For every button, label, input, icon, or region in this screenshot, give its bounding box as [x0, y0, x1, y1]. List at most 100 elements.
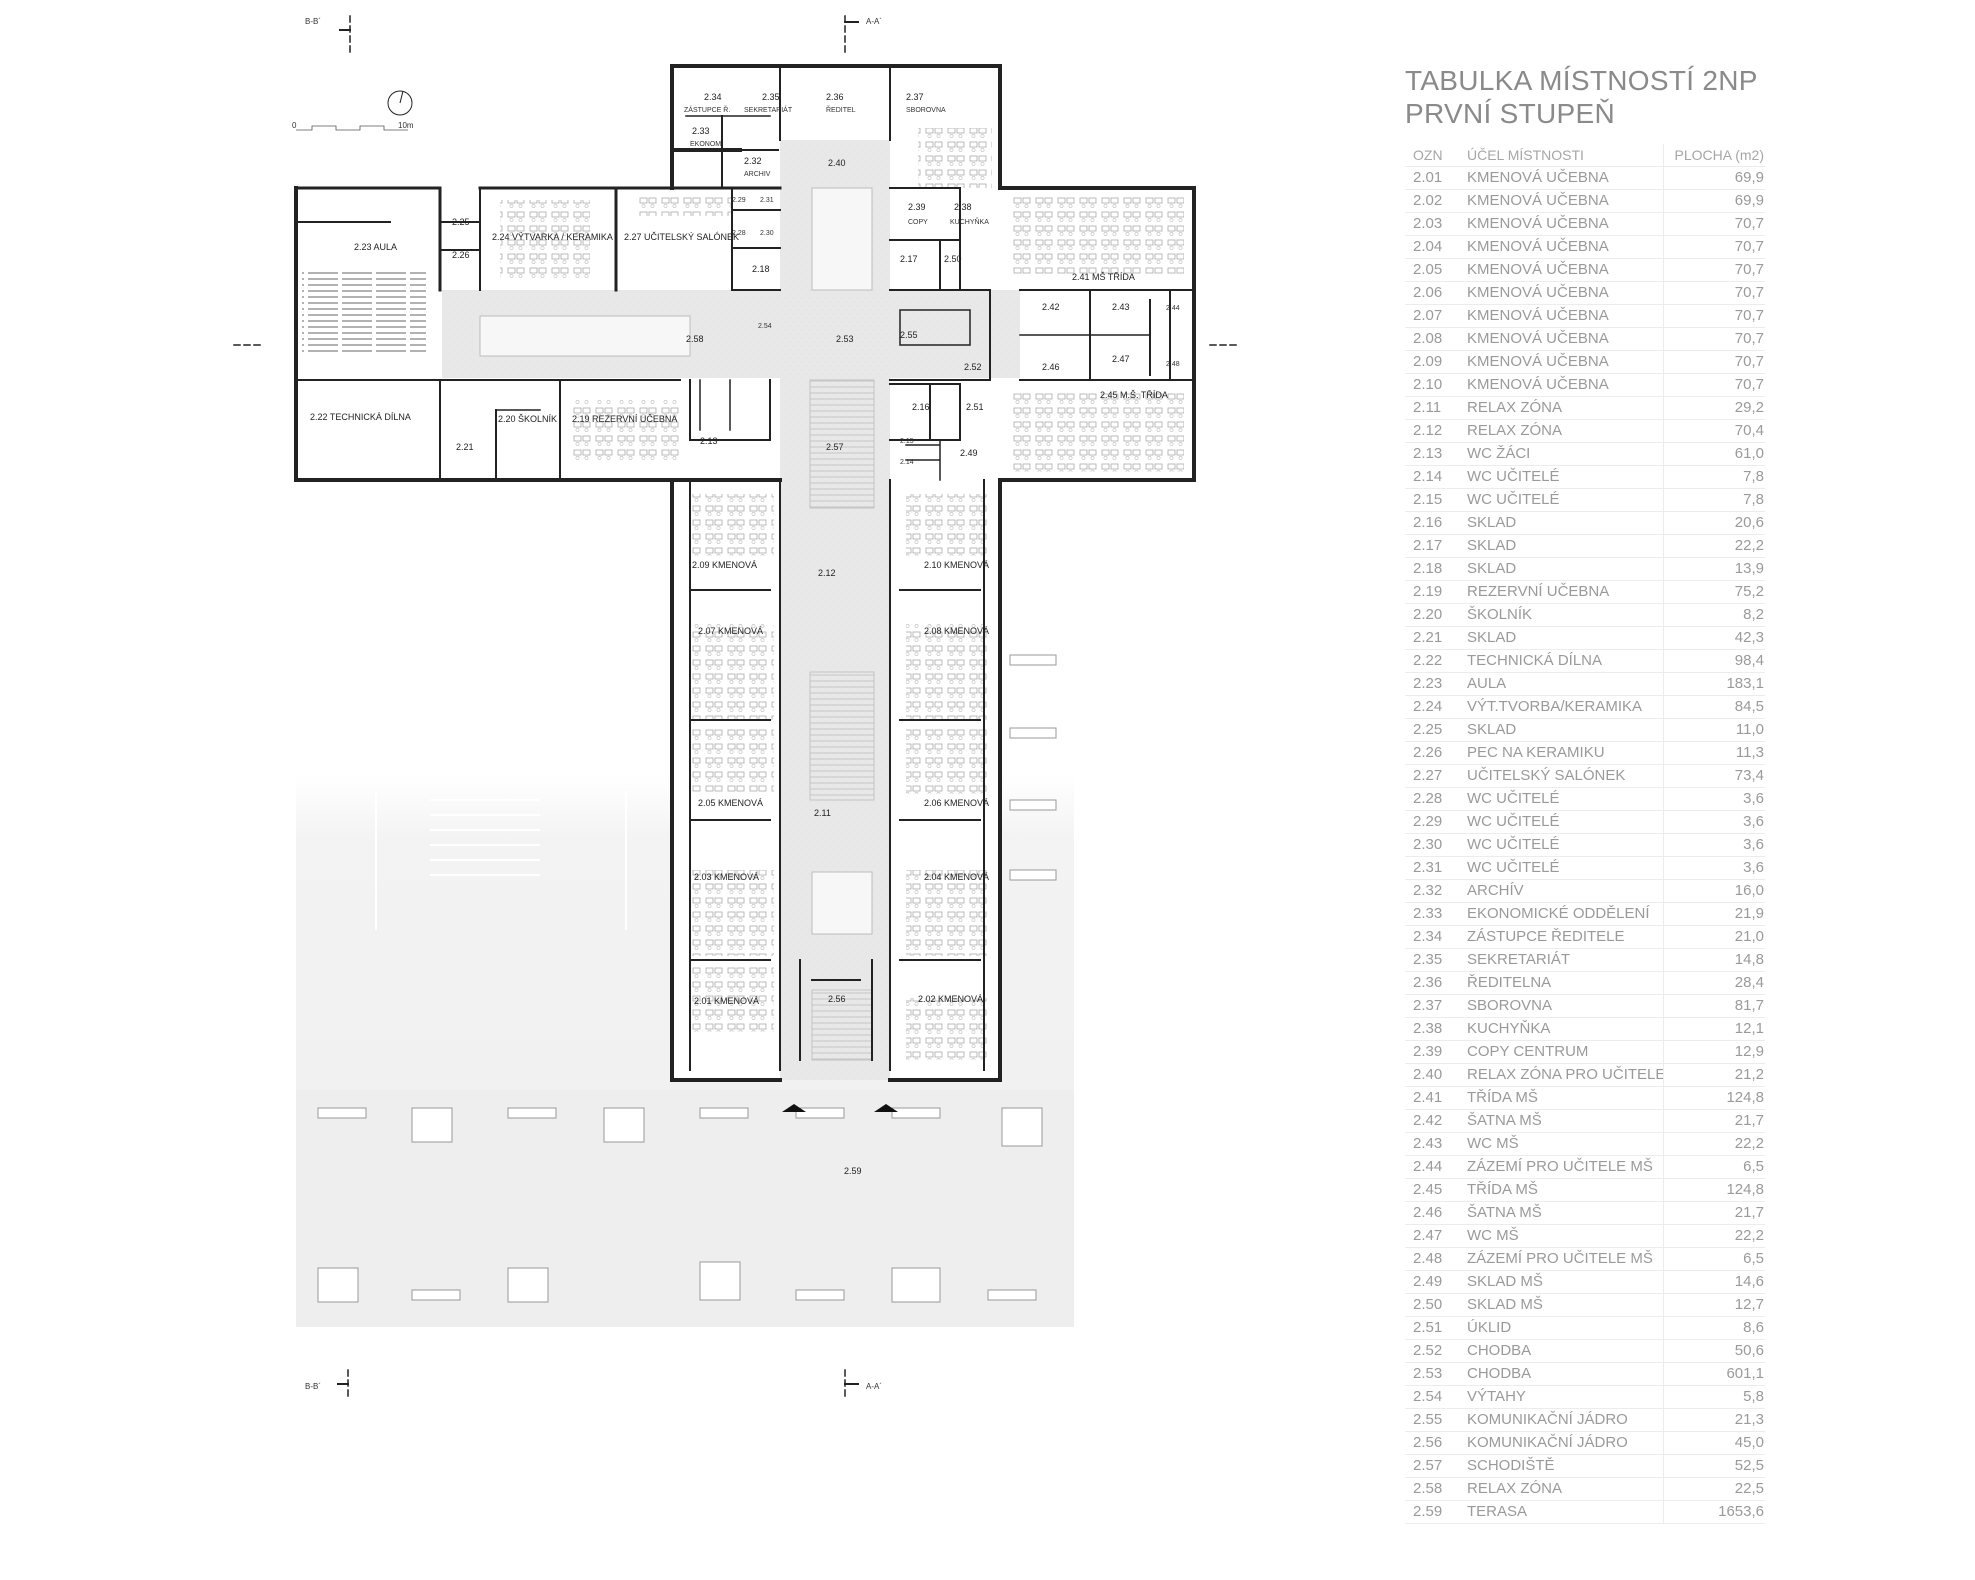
row-purpose: ŠATNA MŠ	[1467, 1110, 1664, 1132]
row-purpose: ZÁSTUPCE ŘEDITELE	[1467, 926, 1664, 948]
row-purpose: SKLAD	[1467, 719, 1664, 741]
room-label: 2.05 KMENOVÁ	[698, 798, 763, 808]
row-area: 1653,6	[1718, 1503, 1764, 1520]
row-area: 14,8	[1734, 951, 1764, 968]
row-area: 21,9	[1734, 905, 1764, 922]
row-area: 84,5	[1734, 698, 1764, 715]
row-purpose: ÚKLID	[1467, 1317, 1664, 1339]
header-code: OZN	[1413, 147, 1443, 163]
row-code: 2.08	[1413, 330, 1443, 347]
room-labels: 2.23 AULA 2.25 2.26 2.24 VÝTVARKA / KERA…	[310, 92, 1180, 1176]
row-purpose: KUCHYŇKA	[1467, 1018, 1664, 1040]
room-label: 2.40	[828, 158, 846, 168]
room-label: EKONOM.	[690, 141, 723, 148]
row-purpose: WC MŠ	[1467, 1225, 1664, 1247]
room-label: 2.28	[732, 230, 746, 237]
row-purpose: WC MŠ	[1467, 1133, 1664, 1155]
row-area: 45,0	[1734, 1434, 1764, 1451]
row-area: 6,5	[1743, 1250, 1764, 1267]
row-area: 3,6	[1743, 790, 1764, 807]
row-purpose: PEC NA KERAMIKU	[1467, 742, 1664, 764]
row-area: 7,8	[1743, 468, 1764, 485]
row-area: 81,7	[1734, 997, 1764, 1014]
room-label: 2.45 M.Š. TŘÍDA	[1100, 390, 1168, 400]
row-area: 11,3	[1735, 744, 1764, 761]
table-header: OZN ÚČEL MÍSTNOSTI PLOCHA (m2)	[1405, 144, 1765, 167]
entrance-markers	[782, 1104, 898, 1112]
row-area: 52,5	[1734, 1457, 1764, 1474]
row-code: 2.05	[1413, 261, 1443, 278]
room-label: 2.07 KMENOVÁ	[698, 626, 763, 636]
room-label: SBOROVNA	[906, 107, 946, 114]
room-label: 2.08 KMENOVÁ	[924, 626, 989, 636]
room-label: 2.39	[908, 202, 926, 212]
row-purpose: SKLAD	[1467, 512, 1664, 534]
row-purpose: KMENOVÁ UČEBNA	[1467, 305, 1664, 327]
row-purpose: WC UČITELÉ	[1467, 489, 1664, 511]
scale-bar	[296, 125, 408, 131]
row-code: 2.32	[1413, 882, 1443, 899]
room-label: 2.02 KMENOVÁ	[918, 994, 983, 1004]
row-area: 3,6	[1743, 836, 1764, 853]
row-area: 22,2	[1734, 1227, 1764, 1244]
section-mark-bb-bottom: B-B´	[305, 1382, 321, 1391]
row-purpose: VÝT.TVORBA/KERAMIKA	[1467, 696, 1664, 718]
section-mark-aa-top: A-A´	[866, 17, 882, 26]
room-label: 2.26	[452, 250, 470, 260]
row-code: 2.45	[1413, 1181, 1443, 1198]
row-code: 2.31	[1413, 859, 1443, 876]
row-code: 2.06	[1413, 284, 1443, 301]
row-area: 70,7	[1734, 284, 1764, 301]
room-label: ZÁSTUPCE Ř.	[684, 105, 730, 114]
row-code: 2.13	[1413, 445, 1443, 462]
room-label: 2.43	[1112, 302, 1130, 312]
row-purpose: ARCHÍV	[1467, 880, 1664, 902]
room-table: TABULKA MÍSTNOSTÍ 2NP PRVNÍ STUPEŇ OZN Ú…	[1405, 64, 1765, 1524]
row-area: 70,7	[1734, 307, 1764, 324]
row-area: 70,7	[1734, 238, 1764, 255]
room-label: 2.48	[1166, 361, 1180, 368]
row-area: 12,9	[1734, 1043, 1764, 1060]
row-code: 2.03	[1413, 215, 1443, 232]
row-area: 70,7	[1734, 330, 1764, 347]
room-label: 2.21	[456, 442, 474, 452]
room-label: 2.53	[836, 334, 854, 344]
row-code: 2.40	[1413, 1066, 1443, 1083]
section-mark-aa-bottom: A-A´	[866, 1382, 882, 1391]
row-purpose: SKLAD MŠ	[1467, 1271, 1664, 1293]
row-code: 2.30	[1413, 836, 1443, 853]
row-area: 8,6	[1743, 1319, 1764, 1336]
row-area: 8,2	[1743, 606, 1764, 623]
room-label: 2.37	[906, 92, 924, 102]
room-label: 2.52	[964, 362, 982, 372]
row-purpose: SKLAD	[1467, 535, 1664, 557]
row-code: 2.44	[1413, 1158, 1443, 1175]
row-code: 2.17	[1413, 537, 1443, 554]
row-code: 2.52	[1413, 1342, 1443, 1359]
row-area: 21,7	[1734, 1112, 1764, 1129]
row-code: 2.02	[1413, 192, 1443, 209]
